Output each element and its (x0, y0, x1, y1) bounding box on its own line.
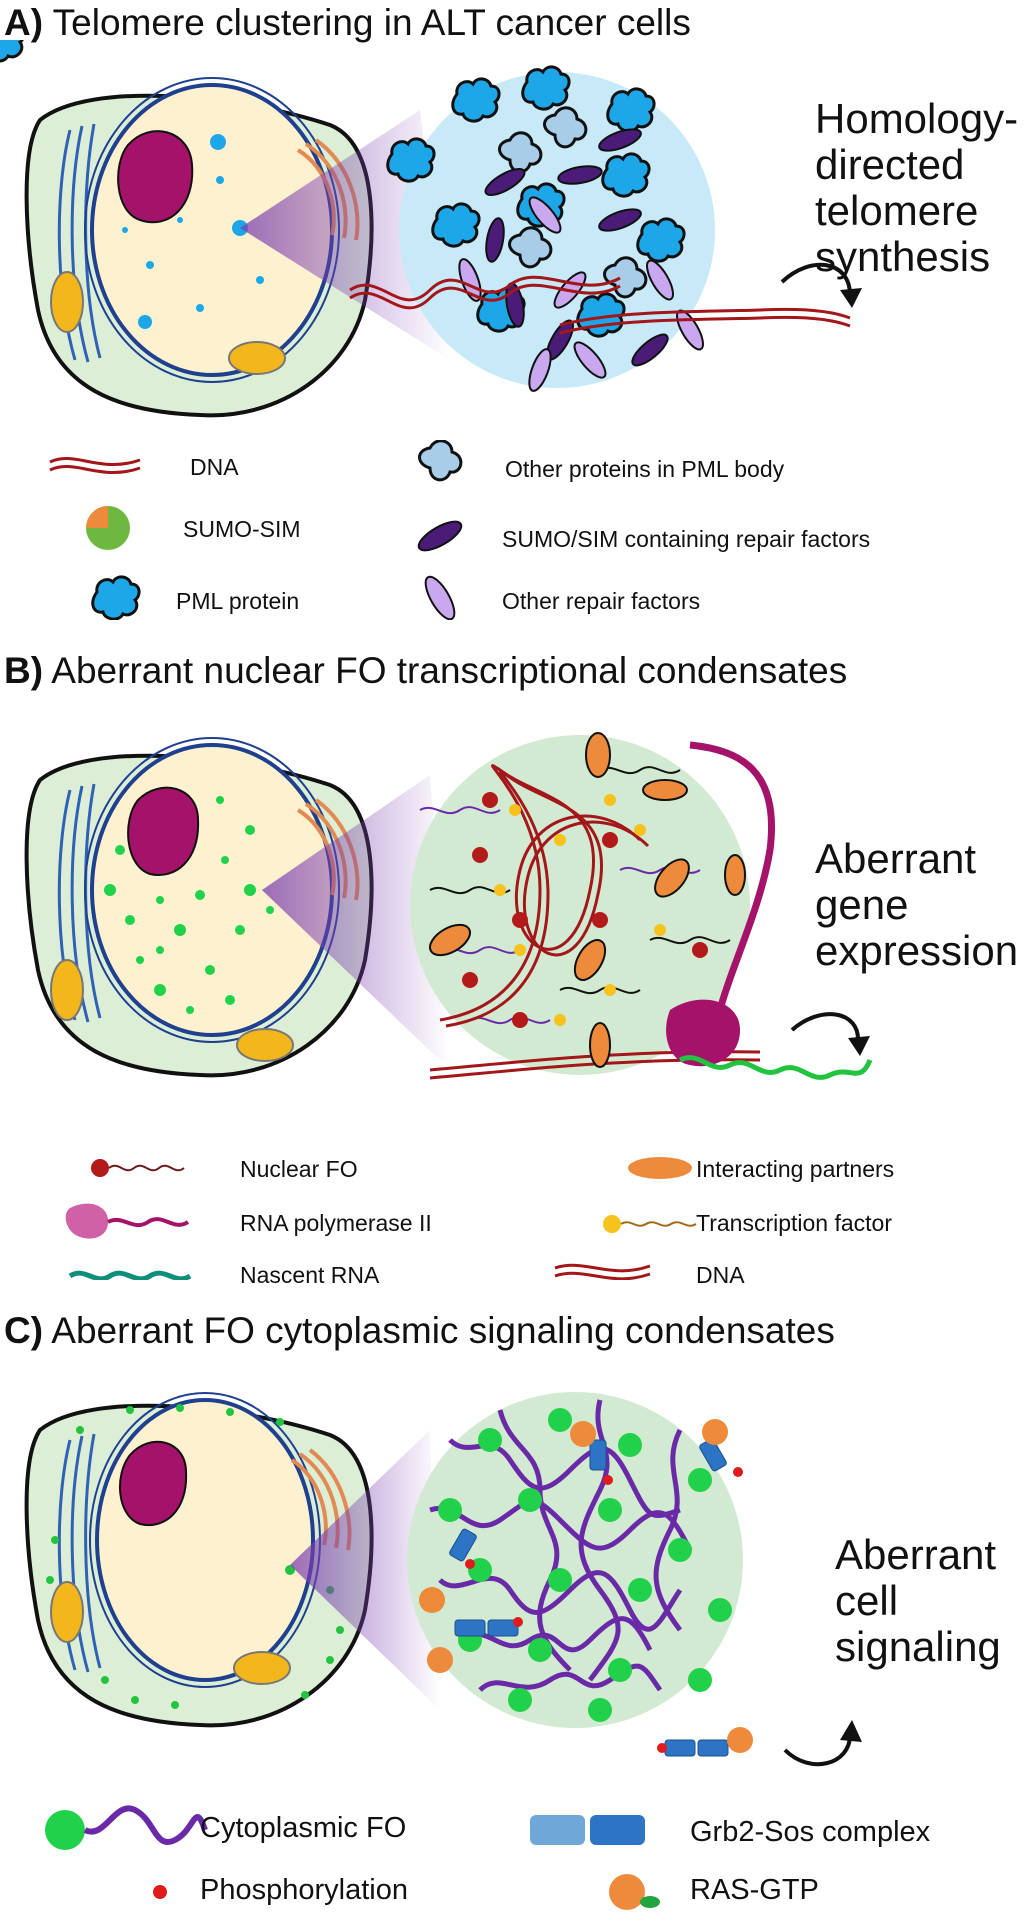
panel-c-illustration (24, 1392, 862, 1767)
panel-a-title-text: Telomere clustering in ALT cancer cells (52, 2, 691, 43)
nucleus (95, 1398, 315, 1682)
rna-polymerase-icon (65, 1203, 190, 1239)
nuclear-fo-icon (91, 1159, 185, 1177)
nucleolus (127, 786, 200, 877)
legend-phosphorylation: Phosphorylation (200, 1874, 408, 1906)
panel-a-letter: A) (4, 2, 44, 43)
legend-nascent-rna: Nascent RNA (240, 1262, 380, 1288)
side-line: Aberrant (815, 835, 977, 882)
panel-c: C) Aberrant FO cytoplasmic signaling con… (0, 1310, 1028, 1921)
mitochondrion (233, 1651, 291, 1685)
transcriptional-condensate (410, 735, 750, 1075)
side-line: cell (835, 1577, 899, 1624)
legend-other-proteins: Other proteins in PML body (505, 456, 785, 482)
side-line: gene (815, 881, 909, 928)
other-protein-icon (418, 440, 463, 482)
panel-c-legend-icons (45, 1805, 660, 1910)
legend-sumo-sim: SUMO-SIM (183, 516, 301, 542)
cytoplasmic-fo-icon (45, 1805, 208, 1850)
other-proteins-light (498, 106, 648, 299)
legend-dna: DNA (190, 454, 239, 480)
legend-nuclear-fo: Nuclear FO (240, 1156, 358, 1182)
zoom-cone (290, 1430, 440, 1710)
other-repair-icon (424, 575, 456, 620)
rna-polymerase-tail (689, 741, 775, 1011)
panel-a-title: A) Telomere clustering in ALT cancer cel… (4, 2, 691, 44)
side-line: Homology- (815, 95, 1019, 142)
legend-transcription-factor: Transcription factor (696, 1210, 892, 1236)
side-line: expression (815, 927, 1019, 974)
signaling-condensate (407, 1392, 743, 1728)
dna-icon (554, 1263, 651, 1280)
ras-gtp (419, 1419, 753, 1753)
legend-pml: PML protein (176, 588, 300, 614)
rna-polymerase (666, 999, 740, 1067)
panel-a-legend-icons (49, 440, 463, 620)
cytoplasmic-fo-chains (429, 1399, 693, 1692)
ras-gtp-icon (609, 1874, 660, 1910)
repair-factors (458, 128, 704, 392)
legend-cytoplasmic-fo: Cytoplasmic FO (200, 1812, 407, 1844)
dna-icon (49, 457, 141, 474)
mitochondrion (228, 341, 286, 375)
legend-grb2-sos: Grb2-Sos complex (690, 1816, 931, 1848)
mitochondrion (50, 1581, 84, 1643)
panel-a-side-text: Homology- directed telomere synthesis (815, 96, 1018, 280)
zoom-cone (262, 775, 450, 1070)
phosphorylation-dots (465, 1467, 743, 1753)
nucleolus (118, 1440, 188, 1527)
grb2-sos-complexes (449, 1438, 729, 1757)
nuclear-fo-dots (462, 792, 708, 1028)
interacting-partners (429, 732, 746, 1068)
transcription-factors (494, 794, 666, 1026)
sumo-repair-icon (417, 520, 463, 552)
sumo-sim-icon (86, 506, 130, 550)
grb2-sos-icon (530, 1815, 645, 1845)
pml-dots (122, 134, 264, 329)
panel-b-legend-icons (65, 1157, 697, 1280)
panel-b-side-text: Aberrant gene expression (815, 836, 1018, 974)
panel-c-letter: C) (4, 1310, 44, 1351)
panel-c-title: C) Aberrant FO cytoplasmic signaling con… (4, 1310, 835, 1352)
nascent-rna (678, 1055, 873, 1080)
phosphorylation-icon (153, 1885, 167, 1899)
transcription-factor-icon (603, 1215, 697, 1233)
mitochondrion (50, 959, 84, 1021)
cycle-arrow (790, 1012, 861, 1043)
cytoplasmic-fo-heads (438, 1408, 732, 1722)
side-line: signaling (835, 1623, 1001, 1670)
legend-sumo-repair: SUMO/SIM containing repair factors (502, 526, 871, 552)
interacting-partner-icon (628, 1157, 692, 1179)
panel-b-illustration (24, 732, 873, 1080)
side-line: Aberrant (835, 1531, 997, 1578)
panel-b-title: B) Aberrant nuclear FO transcriptional c… (4, 650, 847, 692)
telomere-dna (349, 275, 851, 335)
legend-rna-pol: RNA polymerase II (240, 1210, 432, 1236)
panel-c-title-text: Aberrant FO cytoplasmic signaling conden… (51, 1310, 835, 1351)
legend-ras-gtp: RAS-GTP (690, 1874, 819, 1906)
pml-protein-icon (91, 575, 141, 620)
panel-b: B) Aberrant nuclear FO transcriptional c… (0, 650, 1028, 1300)
legend-dna-b: DNA (696, 1262, 745, 1288)
cycle-arrow (780, 262, 852, 296)
panel-a: A) Telomere clustering in ALT cancer cel… (0, 0, 1028, 640)
side-line: synthesis (815, 233, 991, 280)
side-line: telomere (815, 187, 979, 234)
side-line: directed (815, 141, 965, 188)
nucleolus (117, 130, 194, 224)
mitochondrion (50, 271, 84, 333)
panel-c-side-text: Aberrant cell signaling (835, 1532, 1001, 1670)
nascent-rna-icon (68, 1270, 192, 1280)
panel-a-illustration (0, 40, 862, 418)
panel-b-letter: B) (4, 650, 44, 691)
mitochondrion (236, 1028, 294, 1062)
cycle-arrow (783, 1734, 852, 1767)
legend-other-repair: Other repair factors (502, 588, 701, 614)
panel-b-title-text: Aberrant nuclear FO transcriptional cond… (51, 650, 848, 691)
legend-interacting-partners: Interacting partners (696, 1156, 895, 1182)
nuclear-fo-puncta (104, 796, 274, 1014)
